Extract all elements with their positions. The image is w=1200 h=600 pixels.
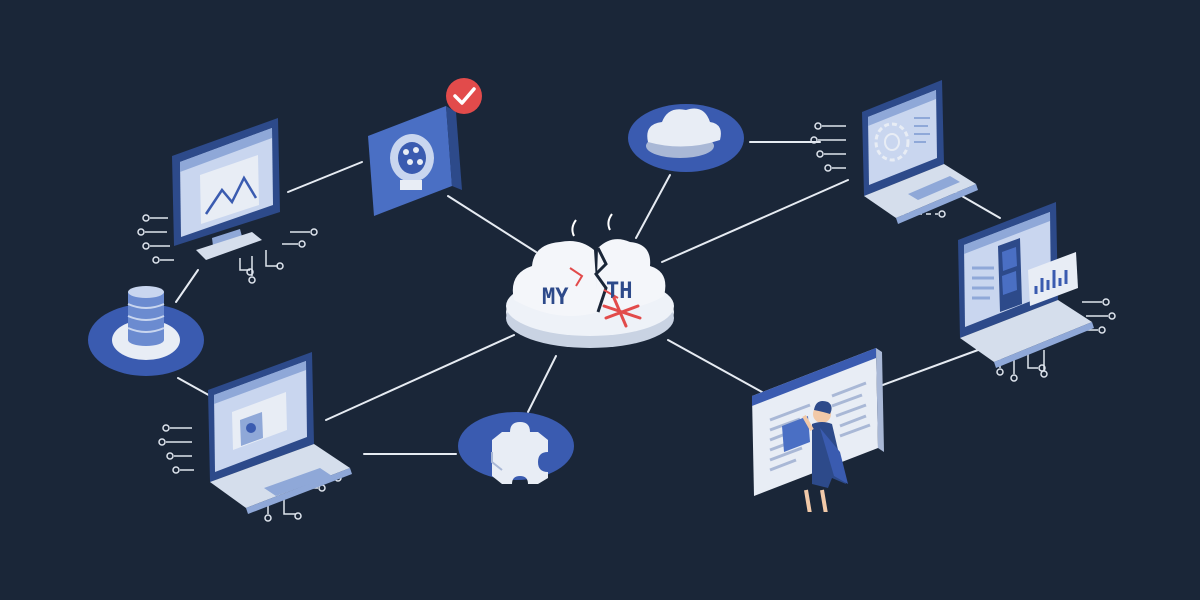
connector-myth-laptop bbox=[661, 179, 849, 263]
connector-puzzle-myth bbox=[527, 355, 557, 413]
verified-badge-icon bbox=[368, 106, 462, 216]
connector-laptop-myth bbox=[325, 334, 515, 421]
connector-badge-myth bbox=[447, 195, 537, 253]
laptop-profile-icon bbox=[208, 352, 352, 514]
desktop-monitor-icon bbox=[172, 118, 280, 260]
checkmark-icon bbox=[446, 78, 482, 114]
laptop-target-icon bbox=[862, 80, 978, 224]
connector-monitor-database bbox=[175, 269, 199, 303]
connector-monitor-badge bbox=[287, 161, 363, 193]
connector-myth-document bbox=[667, 339, 763, 393]
connector-cloud-myth bbox=[635, 174, 671, 239]
myth-label-left: MY bbox=[542, 285, 569, 310]
connector-document-server bbox=[879, 349, 979, 387]
web-document-icon bbox=[752, 348, 884, 496]
broken-myth-cloud-icon: MY TH bbox=[506, 213, 674, 348]
cloud-icon bbox=[628, 104, 744, 172]
myth-label-right: TH bbox=[606, 279, 633, 304]
puzzle-icon bbox=[458, 412, 574, 484]
circuit-traces bbox=[137, 122, 1116, 522]
person-icon bbox=[802, 401, 848, 516]
cross-mark-icon bbox=[602, 296, 642, 328]
server-chart-icon bbox=[958, 202, 1094, 368]
database-icon bbox=[88, 286, 204, 376]
connector-database-laptop bbox=[177, 377, 215, 399]
